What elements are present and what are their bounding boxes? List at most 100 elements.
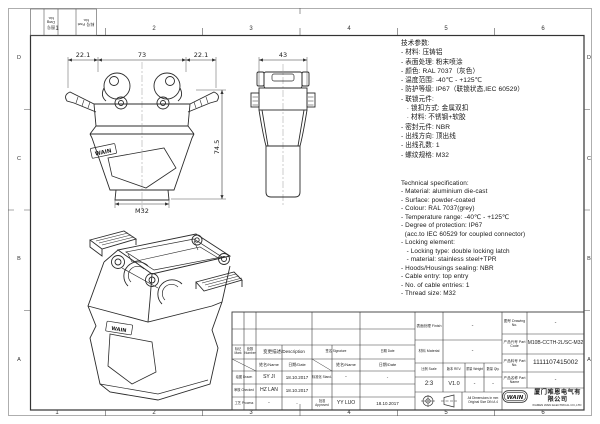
spec-line: - No. of cable entries: 1 — [401, 281, 470, 289]
spec-english: Technical specification:- Material: alum… — [401, 180, 579, 299]
tb-subheader-date: 日期/Date — [378, 361, 397, 367]
dim-front-right: 22.1 — [194, 51, 208, 59]
border-col-label: 6 — [541, 26, 545, 32]
spec-line: - Locking element: — [401, 239, 456, 247]
tb-process-name: - — [268, 399, 270, 406]
tb-scale-value: 2:3 — [424, 381, 434, 388]
spec-line: · 材料: 不锈钢+软胶 — [401, 114, 466, 122]
border-row-label: D — [587, 55, 591, 61]
tb-stand-label: 标准化 Stand. — [312, 374, 332, 379]
svg-text:WAIN: WAIN — [507, 395, 524, 401]
spec-line: - Cable entry: top entry — [401, 273, 469, 281]
corner-block-field-a: 图号 Dwg No. — [47, 15, 56, 30]
spec-line: - 防护等级: IP67（联锁状态,IEC 60529） — [401, 86, 524, 94]
tb-stand-name: - — [345, 373, 347, 380]
spec-line: - Material: aluminium die-cast — [401, 188, 488, 196]
tb-drawn-date: 18.10.2017 — [285, 374, 309, 380]
border-col-label: 1 — [55, 26, 59, 32]
border-col-label: 1 — [55, 410, 59, 416]
spec-line: - Thread size: M32 — [401, 290, 456, 298]
tb-header-mark: 标记 Mark — [234, 347, 242, 355]
spec-line: Technical specification: — [401, 179, 469, 187]
border-row-label: C — [587, 156, 591, 162]
tb-checked-label: 审核 Checked — [234, 387, 254, 392]
tb-weight-label: 重量 Weight — [465, 367, 484, 372]
tb-part-name-label: 产品名称 Part Name — [503, 375, 526, 384]
border-row-label: B — [17, 256, 21, 262]
tb-subheader-date: 日期/Date — [288, 361, 306, 367]
front-brand-label: WAIN — [95, 148, 113, 157]
spec-line: - Locking type: double locking latch — [401, 247, 510, 255]
border-col-label: 4 — [347, 26, 351, 32]
tb-weight-value: - — [473, 381, 476, 388]
spec-line: - Temperature range: -40℃ - +125℃ — [401, 213, 510, 221]
tb-part-no-label: 产品料号 Part No. — [503, 358, 526, 367]
front-dim-lines — [68, 58, 224, 206]
spec-line: - Hoods/Housings sealing: NBR — [401, 264, 494, 272]
border-row-label: C — [17, 156, 21, 162]
tb-drawn-label: 绘图 Drawn — [235, 374, 253, 379]
spec-block: 技术参数: - 材料: 压铸铝- 表面处理: 粉末喷涂- 颜色: RAL 7037… — [401, 39, 579, 299]
spec-line: - 联锁元件: — [401, 95, 434, 103]
spec-line: - 螺纹规格: M32 — [401, 151, 449, 159]
tb-header-signature: 签名 Signature — [325, 349, 347, 354]
company-cell: WAIN 厦门唯恩电气有限公司 XIAMEN WAIN ELECTRICAL C… — [502, 388, 584, 410]
border-col-label: 4 — [347, 410, 351, 416]
tb-approved-label: 批准 Approved — [315, 398, 329, 407]
side-dim-extensions — [258, 57, 308, 86]
tb-qty-label: 数量 Qty. — [486, 367, 500, 372]
front-view — [65, 62, 219, 210]
spec-line: - Degree of protection: IP67 — [401, 222, 483, 230]
border-row-label: B — [587, 256, 591, 262]
tb-drawing-no-label: 图号 Drawing No. — [503, 318, 526, 327]
border-col-label: 2 — [152, 26, 156, 32]
spec-line: - Colour: RAL 7037(grey) — [401, 205, 475, 213]
side-view — [250, 64, 316, 205]
tb-header-number: 处数 Number — [244, 347, 256, 355]
spec-line: - 颜色: RAL 7037（灰色） — [401, 67, 480, 75]
spec-line: (acc.to IEC 60529 for coupled connector) — [401, 230, 526, 238]
tb-checked-date: 18.10.2017 — [285, 387, 309, 393]
tb-rev-label: 版本 REV. — [446, 367, 462, 372]
tb-approved-date: 18.10.2017 — [376, 400, 399, 406]
border-col-label: 6 — [541, 410, 545, 416]
border-ticks — [8, 8, 590, 416]
border-col-label: 3 — [249, 26, 253, 32]
company-name-en: XIAMEN WAIN ELECTRICAL CO.,LTD — [532, 403, 582, 408]
border-row-label: D — [17, 55, 21, 61]
border-row-label: A — [17, 357, 21, 363]
tb-material-label: 材料 Material — [418, 349, 440, 354]
front-dim-extensions — [67, 57, 226, 208]
tb-finish-value: - — [471, 322, 474, 329]
projection-symbol-icon — [415, 392, 462, 410]
tb-drawn-name: SY JI — [263, 373, 275, 380]
tb-header-description: 变更描述/Description — [263, 349, 305, 355]
iso-brand-label: WAIN — [111, 326, 127, 334]
dim-front-left: 22.1 — [76, 51, 90, 59]
tb-qty-value: - — [492, 381, 494, 388]
spec-line: - material: stainless steel+TPR — [401, 256, 497, 264]
tb-finish-label: 表面处理 Finish — [416, 323, 442, 328]
tb-dims-note: All Dimensions in mm Original Size DIN A… — [467, 396, 499, 404]
border-col-label: 3 — [249, 410, 253, 416]
dim-front-thread: M32 — [135, 207, 149, 215]
spec-line: - 密封元件: NBR — [401, 123, 451, 131]
tb-process-label: 工艺 Process — [234, 400, 254, 405]
tb-part-no-value: 1111107415002 — [532, 359, 579, 367]
tb-part-name-value: - — [554, 376, 557, 383]
spec-line: - 表面处理: 粉末喷涂 — [401, 58, 463, 66]
spec-chinese: 技术参数: - 材料: 压铸铝- 表面处理: 粉末喷涂- 颜色: RAL 7037… — [401, 39, 579, 160]
tb-approved-name: YY LUO — [336, 399, 356, 406]
spec-line: - 出线方向: 顶出线 — [401, 132, 456, 140]
spec-line: 技术参数: — [401, 40, 430, 47]
corner-block-frame — [30, 8, 97, 36]
spec-line: - 材料: 压铸铝 — [401, 49, 443, 57]
tb-part-code-label: 产品代号 Part Code — [503, 339, 526, 348]
title-block-grid — [231, 311, 585, 411]
tb-material-value: - — [471, 348, 474, 355]
tb-stand-date: - — [386, 374, 389, 380]
tb-subheader-name: 姓名/Name — [259, 361, 279, 367]
tb-part-code-value: M10B-CCTH-2L/SC-M32 — [527, 340, 584, 347]
tb-process-date: - — [296, 400, 298, 406]
